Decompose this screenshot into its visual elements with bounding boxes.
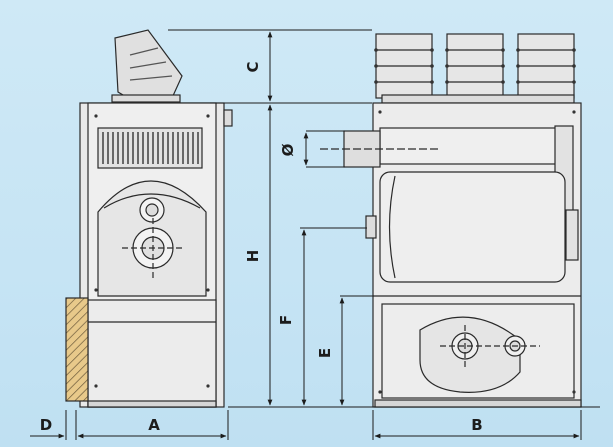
label-b: B <box>471 416 482 434</box>
chimney-collar <box>111 94 181 103</box>
flue-2 <box>445 33 505 99</box>
front-view <box>320 33 582 408</box>
label-f: F <box>277 315 295 325</box>
flue-3 <box>516 33 576 99</box>
combustion-chamber <box>379 171 566 283</box>
dimension-labels: C H Ø F E D A B <box>40 61 483 434</box>
label-diameter: Ø <box>279 143 297 156</box>
heat-exchanger-top <box>379 127 569 165</box>
lower-panel <box>87 299 217 408</box>
flue-1 <box>374 33 434 99</box>
air-grille <box>97 127 203 169</box>
insulation-panel <box>65 297 89 402</box>
label-d: D <box>40 416 52 434</box>
label-c: C <box>244 61 262 72</box>
side-view <box>65 29 233 408</box>
chimney-cap <box>114 29 183 99</box>
dimension-lines <box>30 29 600 440</box>
label-a: A <box>148 416 160 434</box>
label-e: E <box>316 348 334 358</box>
label-h: H <box>244 250 262 263</box>
